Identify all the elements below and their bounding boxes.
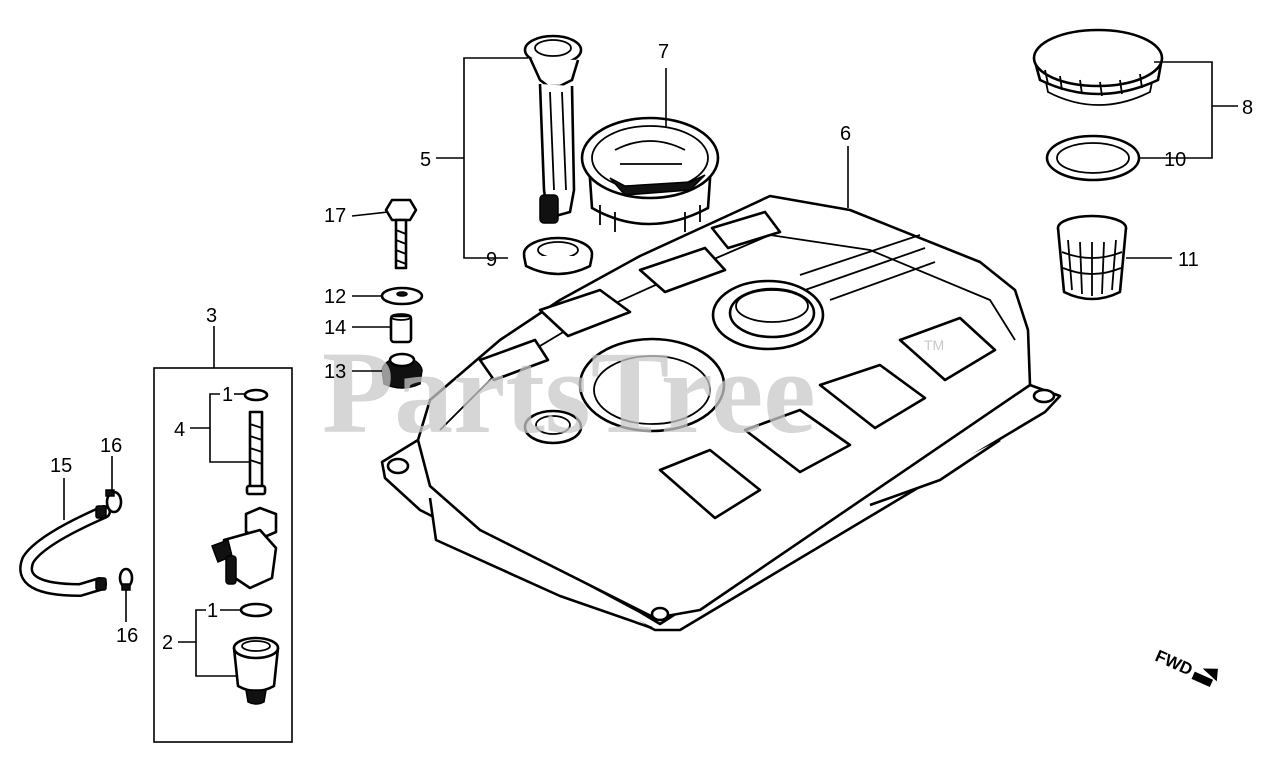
fuel-cock-body[interactable] (211, 506, 278, 590)
callout-1-bottom: 1 (207, 600, 218, 622)
filler-neck-seal[interactable] (522, 236, 594, 276)
callout-3: 3 (206, 305, 217, 327)
rubber-cushion[interactable] (381, 352, 423, 389)
forward-direction-indicator: FWD (1152, 646, 1218, 688)
cap-gasket[interactable] (1045, 134, 1141, 182)
callout-1-top: 1 (222, 384, 233, 406)
callout-11: 11 (1178, 249, 1199, 271)
callout-14: 14 (324, 317, 346, 339)
leader-lines (63, 57, 1238, 677)
callout-labels: 5 9 7 6 8 10 11 17 12 14 13 3 1 4 1 2 15… (50, 41, 1253, 654)
callout-2: 2 (162, 632, 173, 654)
fuel-cap[interactable] (1032, 28, 1164, 106)
callout-12: 12 (324, 286, 346, 308)
arrow-right-icon (1191, 668, 1218, 688)
watermark: PartsTree TM (322, 327, 944, 458)
fuel-strainer[interactable] (1056, 214, 1128, 301)
fuel-cup[interactable] (232, 636, 280, 705)
flange-bolt[interactable] (384, 198, 418, 270)
washer[interactable] (380, 286, 424, 306)
fuel-cock-oring-bottom[interactable] (239, 602, 273, 618)
callout-17: 17 (324, 205, 346, 227)
callout-5: 5 (420, 149, 431, 171)
callout-16-top: 16 (100, 435, 122, 457)
fuel-cock-oring-top[interactable] (243, 388, 269, 402)
callout-8: 8 (1242, 97, 1253, 119)
callout-7: 7 (658, 41, 669, 63)
fuel-gauge[interactable] (580, 116, 720, 232)
callout-6: 6 (840, 123, 851, 145)
fuel-cock-lever-bolt[interactable] (245, 410, 267, 496)
collar[interactable] (389, 313, 413, 344)
hose-clip-upper[interactable] (105, 489, 123, 514)
callout-13: 13 (324, 361, 346, 383)
fuel-tank[interactable] (380, 194, 1062, 632)
callout-9: 9 (486, 249, 497, 271)
filler-neck-assembly[interactable] (523, 34, 583, 224)
callout-4: 4 (174, 419, 185, 441)
svg-text:FWD: FWD (1152, 646, 1195, 679)
svg-text:TM: TM (924, 337, 944, 353)
svg-text:PartsTree: PartsTree (322, 327, 816, 458)
hose-clip-lower[interactable] (118, 567, 134, 591)
callout-15: 15 (50, 455, 72, 477)
fuel-cock-box (153, 367, 293, 743)
fuel-hose[interactable] (19, 505, 111, 598)
callout-10: 10 (1164, 149, 1186, 171)
callout-16-bottom: 16 (116, 625, 138, 647)
